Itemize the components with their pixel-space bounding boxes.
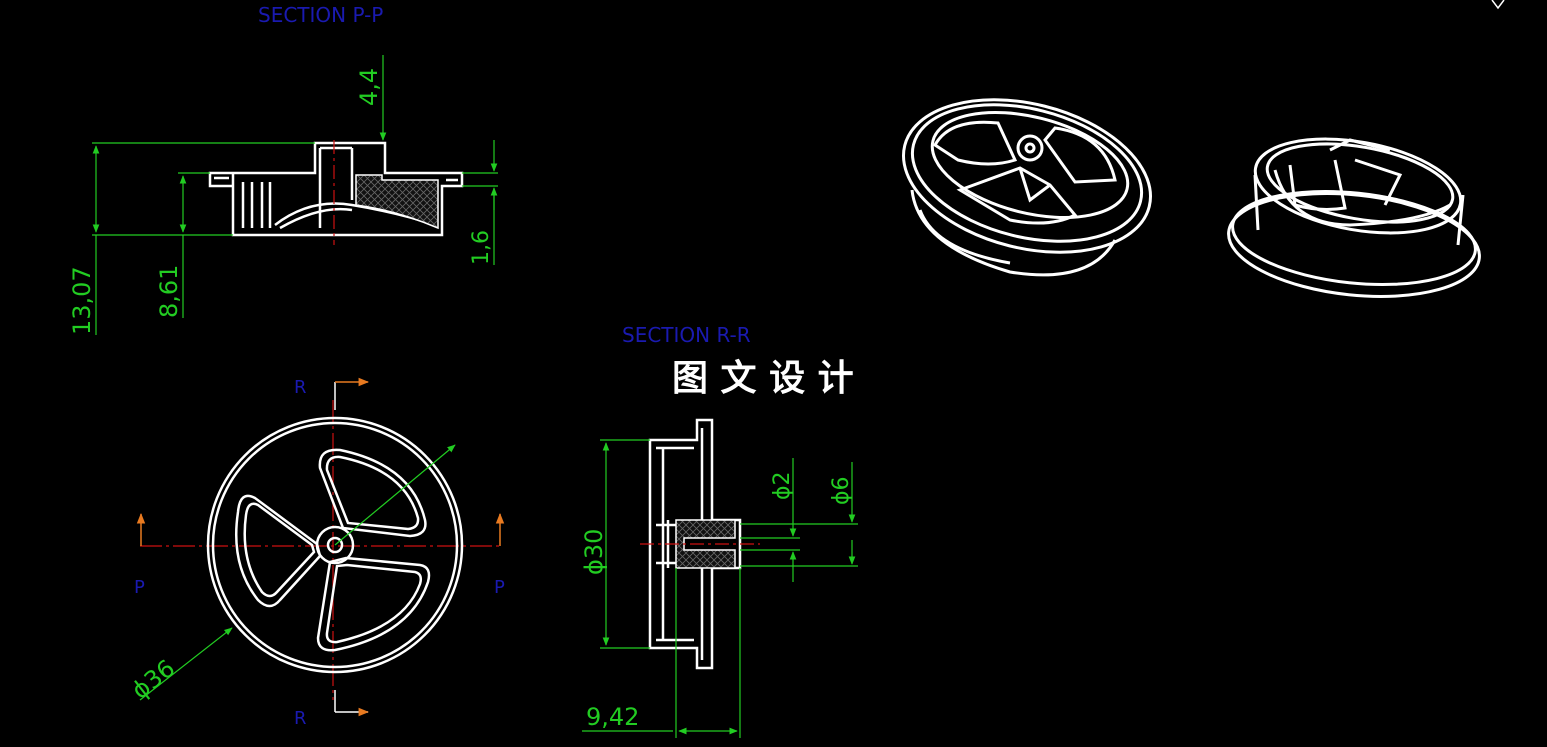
- watermark-text: 图 文 设 计: [672, 357, 854, 399]
- front-view: R R P P ϕ36: [126, 377, 505, 729]
- section-p-view: SECTION P-P: [68, 3, 498, 335]
- section-p-outline: [208, 141, 464, 237]
- dim-top-offset: 4,4: [355, 68, 383, 106]
- section-r-view: SECTION R-R ϕ30 ϕ2 ϕ6 9,42: [580, 323, 858, 738]
- window-bottom-right: [316, 556, 431, 652]
- corner-mark: [1491, 0, 1505, 10]
- section-arrows: [136, 377, 505, 717]
- marker-p-right: P: [494, 577, 505, 598]
- marker-r-top: R: [294, 377, 307, 398]
- section-r-title: SECTION R-R: [622, 323, 751, 347]
- section-r-dimensions: [582, 439, 858, 738]
- diameter-leader: [139, 444, 456, 701]
- section-p-title: SECTION P-P: [258, 3, 383, 27]
- isometric-view-bottom: [1227, 137, 1481, 298]
- dim-diameter-hub: ϕ6: [829, 476, 854, 505]
- outer-rim: [206, 416, 464, 674]
- hub-hole: [326, 536, 344, 554]
- dim-height-overall: 13,07: [68, 266, 96, 335]
- dim-outer-diameter: ϕ36: [126, 654, 180, 705]
- dim-flange: 1,6: [469, 230, 494, 265]
- dim-height-inner: 8,61: [155, 265, 183, 318]
- section-p-hatch: [355, 174, 439, 230]
- section-p-dimensions: [92, 55, 498, 335]
- window-left: [234, 494, 322, 608]
- marker-p-left: P: [134, 577, 145, 598]
- window-top-right: [318, 448, 427, 538]
- dim-diameter-body: ϕ30: [580, 529, 608, 575]
- inner-rim: [211, 421, 459, 669]
- dim-diameter-hole: ϕ2: [770, 471, 795, 500]
- marker-r-bottom: R: [294, 708, 307, 729]
- section-r-hatch: [675, 519, 736, 569]
- isometric-view-top: [902, 98, 1152, 277]
- dim-width: 9,42: [586, 703, 639, 731]
